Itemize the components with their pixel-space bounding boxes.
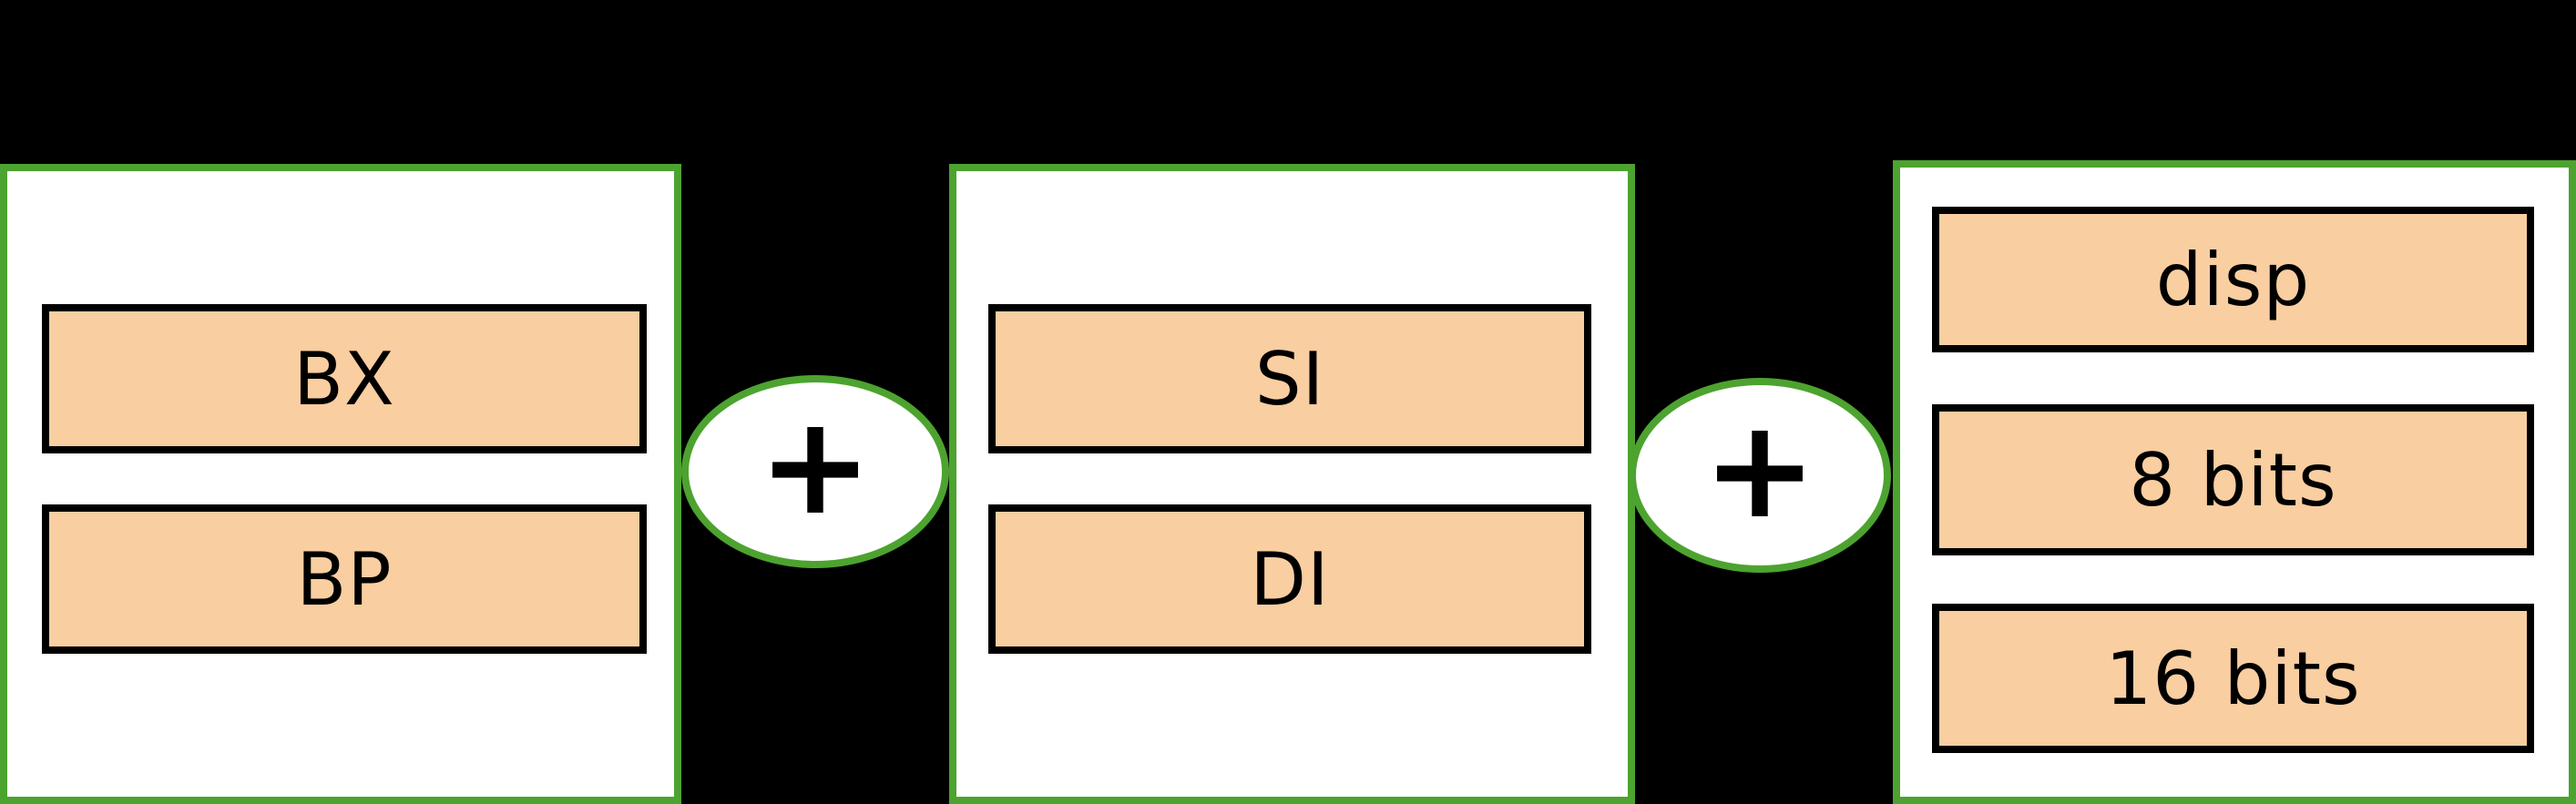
group-index-registers: SI DI: [949, 164, 1635, 804]
register-box-bp: BP: [42, 504, 647, 654]
register-label-bp: BP: [296, 536, 393, 622]
displacement-label-8bits: 8 bits: [2129, 437, 2337, 523]
group-displacement: disp 8 bits 16 bits: [1893, 160, 2576, 804]
plus-icon: +: [1702, 391, 1817, 549]
plus-icon: +: [758, 387, 873, 545]
displacement-box-8bits: 8 bits: [1932, 404, 2534, 555]
register-box-bx: BX: [42, 304, 647, 453]
register-box-si: SI: [988, 304, 1591, 453]
plus-operator-1: +: [681, 375, 949, 568]
displacement-label-16bits: 16 bits: [2105, 636, 2361, 721]
plus-operator-2: +: [1629, 378, 1891, 573]
register-box-di: DI: [988, 504, 1591, 654]
register-label-bx: BX: [293, 336, 395, 422]
register-label-di: DI: [1250, 536, 1330, 622]
group-base-registers: BX BP: [0, 164, 681, 804]
displacement-box-disp: disp: [1932, 207, 2534, 352]
displacement-label-disp: disp: [2155, 237, 2311, 322]
register-label-si: SI: [1254, 336, 1325, 422]
displacement-box-16bits: 16 bits: [1932, 604, 2534, 753]
